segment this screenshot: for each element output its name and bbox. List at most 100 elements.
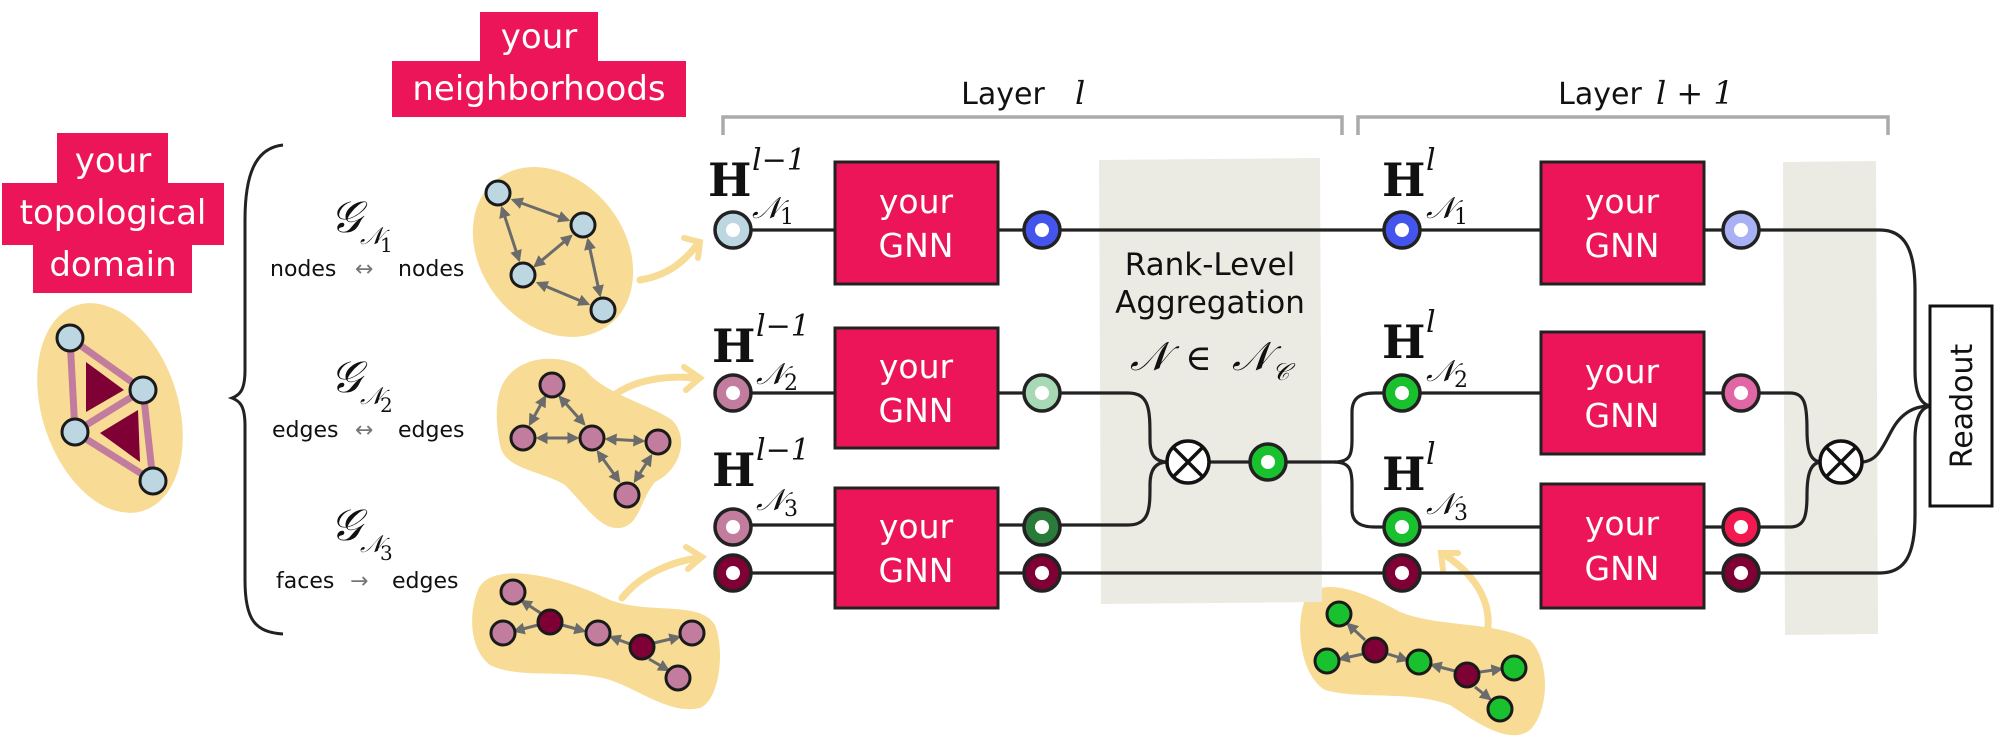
feature-node-centers xyxy=(726,223,1748,580)
gnn-block-l1-1[interactable]: your GNN xyxy=(1539,160,1706,286)
face-triangle-icon xyxy=(100,410,140,462)
feeder-arrowhead-icon xyxy=(681,235,704,261)
h-superscript: l−1 xyxy=(756,309,810,344)
domain-node xyxy=(55,323,85,353)
feature-labels-layer-l1: H l 𝒩 1 H l 𝒩 2 H l 𝒩 3 xyxy=(1382,143,1468,526)
rule-from: faces xyxy=(276,569,334,594)
layer-l1-symbol: l + 1 xyxy=(1656,74,1734,112)
layer-l-symbol: l xyxy=(1075,74,1085,112)
aggregation-region-layer-l xyxy=(1099,158,1322,604)
graph-node xyxy=(1313,647,1341,675)
neighborhood-subidx: 2 xyxy=(380,393,393,417)
rule-from: edges xyxy=(272,418,338,443)
neighborhoods-label-line1: your xyxy=(501,17,577,57)
neighborhood-subidx: 1 xyxy=(380,233,393,257)
neighborhood-graph-3 xyxy=(472,544,720,710)
feature-label-l1-n2: H l 𝒩 2 xyxy=(1382,305,1468,393)
h-superscript: l xyxy=(1426,143,1436,178)
rule-to: nodes xyxy=(398,257,464,282)
feeder-arrowhead-icon xyxy=(681,364,705,393)
graph-node xyxy=(613,481,641,509)
h-subscript-index: 3 xyxy=(784,497,798,522)
gnn-block-l-3[interactable]: your GNN xyxy=(833,486,1000,610)
graph-node xyxy=(584,619,612,647)
feature-label-l-n2: H l−1 𝒩 2 xyxy=(712,309,810,396)
gnn-block-l-2[interactable]: your GNN xyxy=(833,326,1000,450)
gnn-label: GNN xyxy=(1585,549,1660,588)
gnn-label: your xyxy=(1585,504,1660,543)
readout-label: Readout xyxy=(1945,344,1980,469)
h-symbol: H xyxy=(1382,153,1425,207)
neighborhood-subidx: 3 xyxy=(380,541,393,565)
feature-labels-layer-l: H l−1 𝒩 1 H l−1 𝒩 2 H l−1 𝒩 3 xyxy=(708,143,810,522)
domain-node xyxy=(60,417,90,447)
h-symbol: H xyxy=(712,443,755,497)
graph-node xyxy=(1486,695,1514,723)
h-subscript-index: 2 xyxy=(784,371,798,396)
h-superscript: l−1 xyxy=(756,433,810,468)
feeder-arrowhead-icon xyxy=(1437,550,1461,573)
h-symbol: H xyxy=(708,153,751,207)
h-superscript: l xyxy=(1426,305,1436,340)
readout-block[interactable]: Readout xyxy=(1928,304,1994,508)
graph-node xyxy=(1325,600,1353,628)
neighborhoods-label: your neighborhoods xyxy=(392,12,686,117)
graph-node xyxy=(509,261,537,289)
feeder-arrow-1 xyxy=(636,241,701,284)
graph-node xyxy=(644,428,672,456)
domain-label-line3: domain xyxy=(49,245,176,285)
neighborhood-graph-1 xyxy=(472,167,704,337)
aggregation-operator-layer-l1 xyxy=(1818,439,1864,485)
feeder-arrow-2 xyxy=(604,373,699,404)
graph-node-face xyxy=(1361,636,1389,664)
aggregation-math-in: ∈ xyxy=(1185,338,1212,379)
gnn-label: GNN xyxy=(1585,226,1660,265)
face-triangle-icon xyxy=(86,362,124,412)
gnn-label: your xyxy=(879,507,954,546)
aggregation-label: Rank-Level Aggregation 𝒩 ∈ 𝒩 𝒞 xyxy=(1115,247,1305,386)
domain-label-line2: topological xyxy=(20,193,207,233)
gnn-label: your xyxy=(1585,352,1660,391)
graph-node xyxy=(589,296,617,324)
domain-label-line1: your xyxy=(75,141,151,181)
layer-l1-word: Layer xyxy=(1558,77,1642,112)
feature-label-l-n1: H l−1 𝒩 1 xyxy=(708,143,806,230)
graph-node xyxy=(509,424,537,452)
gnn-block-l1-3[interactable]: your GNN xyxy=(1539,482,1706,610)
domain-node xyxy=(128,375,158,405)
domain-node xyxy=(138,466,168,496)
graph-node xyxy=(664,664,692,692)
graph-node xyxy=(569,211,597,239)
h-superscript: l−1 xyxy=(752,143,806,178)
feeder-arrowhead-icon xyxy=(683,544,708,572)
gnn-label: GNN xyxy=(1585,396,1660,435)
aggregation-operator-layer-l xyxy=(1165,439,1211,485)
gnn-block-l-1[interactable]: your GNN xyxy=(833,160,1000,286)
graph-node xyxy=(1405,648,1433,676)
h-subscript-index: 1 xyxy=(1454,205,1468,230)
graph-node xyxy=(499,578,527,606)
neighborhood-def-3: 𝒢 𝒩 3 faces → edges xyxy=(276,500,458,594)
curly-brace xyxy=(227,143,284,636)
gnn-label: your xyxy=(879,182,954,221)
aggregation-line1: Rank-Level xyxy=(1125,247,1295,283)
graph-node xyxy=(1500,654,1528,682)
gnn-label: GNN xyxy=(879,551,954,590)
layer-l1-header: Layer l + 1 xyxy=(1356,74,1890,135)
graph-node-face xyxy=(536,608,564,636)
aggregation-line2: Aggregation xyxy=(1115,285,1305,321)
rule-arrow-icon: ↔ xyxy=(355,257,373,282)
domain-label: your topological domain xyxy=(2,133,224,293)
neighborhood-def-2: 𝒢 𝒩 2 edges ↔ edges xyxy=(272,352,464,443)
gnn-label: GNN xyxy=(879,391,954,430)
h-subscript-index: 1 xyxy=(780,205,794,230)
h-symbol: H xyxy=(712,319,755,373)
rule-to: edges xyxy=(392,569,458,594)
gnn-block-l1-2[interactable]: your GNN xyxy=(1539,330,1706,456)
layer-l-word: Layer xyxy=(961,77,1045,112)
neighborhood-def-1: 𝒢 𝒩 1 nodes ↔ nodes xyxy=(270,192,464,282)
rule-to: edges xyxy=(398,418,464,443)
graph-node xyxy=(489,619,517,647)
gnn-label: your xyxy=(1585,182,1660,221)
